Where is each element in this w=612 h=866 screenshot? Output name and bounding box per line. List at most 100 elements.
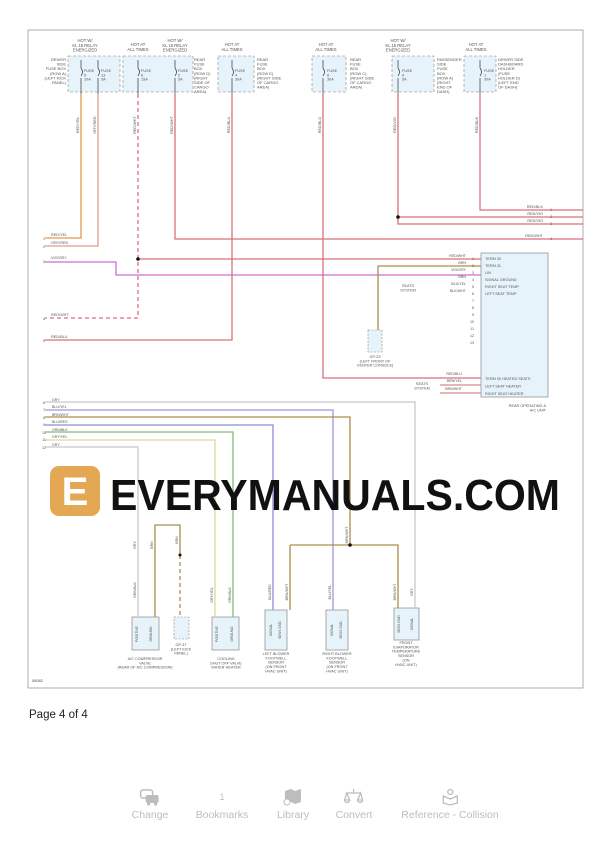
label-line: GRN/BLK — [52, 428, 68, 432]
label-ln2: 2 — [43, 245, 45, 249]
label-line: (ON FRONT — [326, 665, 348, 669]
label-line: LEFT BLOWER — [263, 652, 290, 656]
wire-grn-blk — [45, 431, 234, 617]
label-pin-sig1: SIGNAL — [269, 624, 273, 637]
label-line: RED/YEL — [51, 233, 67, 237]
wire-gry-red — [45, 94, 99, 247]
nav-bookmarks[interactable]: 1 Bookmarks — [196, 788, 249, 821]
label-line: ENERGIZED — [73, 48, 97, 53]
evaporator-temp-sensor — [393, 607, 420, 641]
watermark-logo-icon — [50, 466, 100, 516]
label-fig: 58082 — [32, 678, 44, 683]
label-rn2: 2 — [550, 215, 552, 219]
module-pin-number: 2 — [472, 264, 474, 268]
label-line: BRN — [175, 536, 179, 544]
label-bw6: GRY — [52, 398, 60, 402]
label-line: 6 — [43, 401, 45, 405]
label-line: ENERGIZED — [386, 48, 410, 53]
label-line: ALL TIMES — [465, 47, 486, 52]
label-line: SIDE — [437, 62, 447, 67]
label-line: 7 — [43, 408, 45, 412]
label-line: RED/VIO — [393, 117, 397, 133]
label-line: KL 15 RELAY — [162, 43, 188, 48]
label-line: FUSE — [350, 62, 361, 67]
label-line: GRY — [52, 443, 60, 447]
label-lw1: RED/YEL — [51, 233, 67, 237]
label-line: (ROW E) — [257, 71, 274, 76]
label-bw11: GRY/YEL — [52, 435, 68, 439]
label-line: POSITIVE — [135, 625, 139, 641]
nav-reference-collision[interactable]: Reference - Collision — [401, 788, 499, 821]
label-line: FUSE — [141, 69, 152, 73]
book-map-icon — [277, 788, 309, 806]
label-line: 4 — [550, 237, 552, 241]
module-pin-number: 8 — [472, 306, 474, 310]
label-pin-sig2: SIGNAL — [330, 624, 334, 637]
label-line: 58082 — [32, 678, 44, 683]
label-bn8: 8 — [43, 416, 45, 420]
fuse-box — [311, 55, 347, 93]
label-line: 12 — [42, 446, 46, 450]
label-line: GRY — [133, 541, 137, 549]
module-pin-label: LEFT SEAT HEATER — [485, 385, 521, 389]
label-bn7: 7 — [43, 408, 45, 412]
label-line: HOT AT — [319, 42, 334, 47]
label-line: 13 — [101, 73, 105, 77]
label-line: (ROW A) — [437, 75, 454, 80]
label-line: FUSE BOX — [46, 66, 67, 71]
label-line: RED/BLU — [227, 117, 231, 134]
nav-library[interactable]: Library — [277, 788, 309, 821]
label-line: RED/WHT — [51, 313, 69, 317]
label-line: 5 — [43, 339, 45, 343]
label-line: COOLING — [217, 657, 235, 661]
label-line: SEATS — [416, 382, 429, 386]
label-line: 1 — [484, 73, 486, 77]
wire-seat-heaters — [440, 384, 481, 394]
module-pin-number: 11 — [470, 327, 474, 331]
label-cw-brn1: BRN — [150, 541, 154, 549]
label-line: BRN/WHT — [52, 413, 70, 417]
label-line: 1 — [550, 208, 552, 212]
label-line: VALVE — [139, 661, 151, 665]
label-line: SIGNAL — [410, 618, 414, 631]
nav-convert[interactable]: Convert — [336, 788, 372, 821]
label-line: 5 — [84, 73, 86, 77]
label-line: RED/WHT — [133, 115, 137, 133]
label-line: VIO/GRY — [451, 268, 467, 272]
label-line: 10 — [42, 431, 46, 435]
bookmarks-count: 1 — [219, 792, 225, 802]
label-line: HVAC UNIT) — [395, 663, 417, 667]
watermark: E EVERYMANUALS.COM — [50, 466, 560, 520]
module-pin-number: 3 — [472, 271, 474, 275]
label-line: AREA) — [257, 85, 270, 90]
label-line: AREA) — [194, 89, 207, 94]
label-line: FUSE — [402, 69, 413, 73]
label-line: BLU/RED — [268, 584, 272, 600]
label-line: POSITIVE — [215, 625, 219, 641]
label-line: RED/VIO — [527, 212, 543, 216]
nav-change[interactable]: Change — [132, 788, 168, 821]
label-line: DRIVER SIDE — [498, 57, 524, 62]
label-line: BRN/YEL — [447, 379, 462, 383]
nav-reference-label: Reference - Collision — [401, 809, 499, 821]
label-line: 30A — [484, 78, 491, 82]
fuse-icon — [80, 60, 83, 94]
label-line: SIGNAL — [330, 624, 334, 637]
label-line: 6 — [141, 73, 143, 77]
wire-gry-ac — [45, 446, 139, 617]
label-vw1: RED/YEL — [76, 117, 80, 133]
label-line: REAR — [257, 57, 268, 62]
label-vw7: RED/VIO — [393, 117, 397, 133]
label-line: TEMPERATURE — [392, 650, 421, 654]
wire-red-blu-fuse4 — [45, 94, 233, 341]
label-line: RED/YEL — [76, 117, 80, 133]
label-pin-gnd1: GROUND — [149, 626, 153, 642]
label-line: BLK/WHT — [450, 289, 467, 293]
label-bn11: 11 — [42, 438, 46, 442]
label-vw2: GRY/RED — [93, 116, 97, 133]
fuse-box — [217, 55, 255, 93]
label-line: BLU/YEL — [52, 405, 67, 409]
